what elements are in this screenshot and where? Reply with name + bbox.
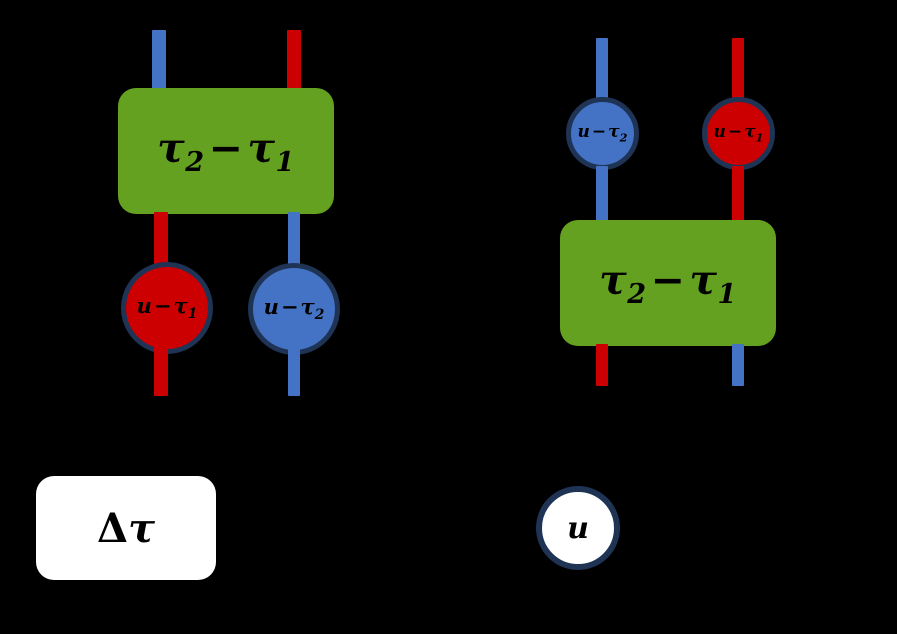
right-panel-node-u-minus-tau2-label: u−τ2 bbox=[577, 122, 628, 145]
left-panel-top-right-wire bbox=[287, 30, 301, 90]
right-panel-bottom-left-wire bbox=[596, 344, 608, 386]
left-panel-bottom-left-wire bbox=[154, 340, 168, 396]
right-panel-mid-right-wire bbox=[732, 166, 744, 224]
left-panel-node-u-minus-tau2-label: u−τ2 bbox=[263, 294, 325, 324]
left-panel-top-left-wire bbox=[152, 30, 166, 90]
left-panel-node-u-minus-tau1[interactable]: u−τ1 bbox=[121, 262, 213, 354]
left-panel-node-u-minus-tau1-label: u−τ1 bbox=[136, 293, 198, 323]
left-panel-bottom-right-wire bbox=[288, 340, 300, 396]
right-panel-bottom-right-wire bbox=[732, 344, 744, 386]
right-panel-gate-label: τ2−τ1 bbox=[599, 255, 737, 311]
right-panel-top-right-wire bbox=[732, 38, 744, 100]
right-panel-top-left-wire bbox=[596, 38, 608, 100]
legend-delta-tau-label: Δτ bbox=[97, 504, 155, 552]
legend-u-circle[interactable]: u bbox=[536, 486, 620, 570]
right-panel-gate-tau2-minus-tau1[interactable]: τ2−τ1 bbox=[560, 220, 776, 346]
right-panel-node-u-minus-tau1-label: u−τ1 bbox=[713, 122, 764, 145]
left-panel-gate-label: τ2−τ1 bbox=[157, 123, 295, 179]
left-panel-gate-tau2-minus-tau1[interactable]: τ2−τ1 bbox=[118, 88, 334, 214]
legend-u-label: u bbox=[567, 510, 589, 546]
right-panel-mid-left-wire bbox=[596, 166, 608, 224]
left-panel-node-u-minus-tau2[interactable]: u−τ2 bbox=[248, 263, 340, 355]
legend-delta-tau-box[interactable]: Δτ bbox=[36, 476, 216, 580]
right-panel-node-u-minus-tau1[interactable]: u−τ1 bbox=[702, 97, 775, 170]
right-panel-node-u-minus-tau2[interactable]: u−τ2 bbox=[566, 97, 639, 170]
